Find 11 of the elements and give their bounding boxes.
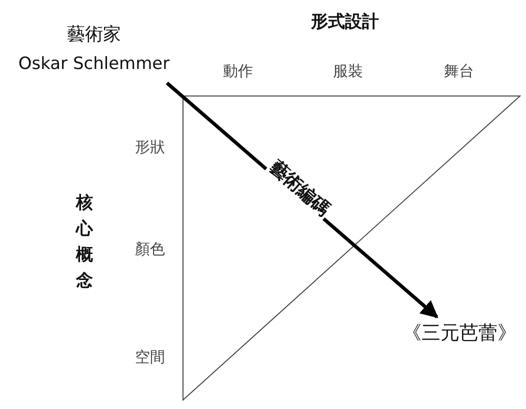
column-label: 動作 bbox=[223, 62, 253, 81]
axis-title: 核心概念 bbox=[76, 192, 94, 293]
row-label: 顏色 bbox=[135, 240, 165, 259]
role-label: 藝術家 bbox=[66, 23, 122, 46]
column-label: 服裝 bbox=[333, 62, 363, 81]
column-label: 舞台 bbox=[444, 62, 474, 81]
axis-title: 形式設計 bbox=[310, 11, 380, 33]
person-name: Oskar Schlemmer bbox=[17, 54, 171, 74]
work-title: 《三元芭蕾》 bbox=[402, 321, 518, 346]
row-label: 空間 bbox=[135, 348, 165, 367]
row-label: 形狀 bbox=[135, 138, 165, 157]
